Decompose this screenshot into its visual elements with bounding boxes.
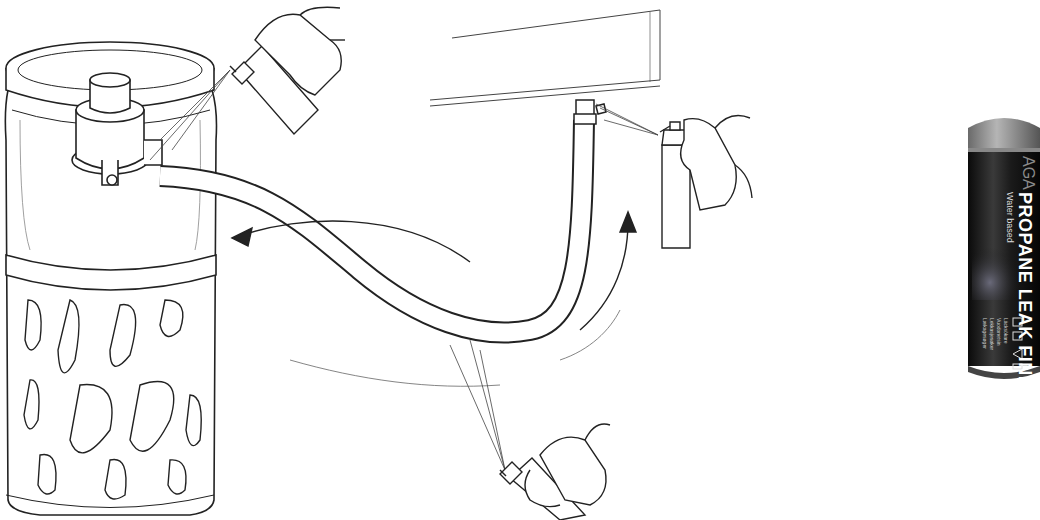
art-path <box>620 212 636 232</box>
art-path <box>450 345 505 470</box>
art-path <box>660 126 670 132</box>
art-rect <box>574 114 596 124</box>
can-text: Water based <box>1005 192 1014 243</box>
art-path <box>102 160 118 185</box>
art-path <box>650 12 651 82</box>
art-path <box>681 119 737 210</box>
wall-fitting <box>574 100 606 124</box>
art-ellipse <box>90 73 130 87</box>
art-path <box>160 300 183 336</box>
art-path <box>168 460 186 494</box>
product-name: PROPANE LEAK FINDER <box>1016 192 1034 415</box>
art-path <box>300 7 340 15</box>
art-path <box>500 462 522 484</box>
art-path <box>660 10 661 80</box>
hand-spray-bottom <box>500 424 610 520</box>
art-path <box>25 300 41 350</box>
art-path <box>130 382 174 452</box>
art-path <box>452 10 660 38</box>
art-path <box>6 255 216 290</box>
art-path <box>580 222 628 330</box>
art-circle <box>107 175 117 185</box>
art-path <box>290 360 500 386</box>
art-path <box>186 395 201 446</box>
spray-lines <box>150 70 658 470</box>
art-path <box>5 90 216 515</box>
art-path <box>715 116 750 128</box>
gas-cylinder <box>5 42 216 515</box>
art-path <box>480 350 505 470</box>
art-path <box>525 470 560 507</box>
can-text: Vuodonetsin <box>996 318 1001 346</box>
art-g <box>24 300 201 499</box>
art-path <box>160 70 230 140</box>
art-path <box>596 104 658 135</box>
art-path <box>58 300 79 373</box>
art-path <box>232 62 254 84</box>
art-path <box>670 122 680 130</box>
art-path <box>735 165 752 198</box>
can-text: Läcksökare <box>1003 318 1008 344</box>
art-path <box>604 120 658 135</box>
art-path <box>20 120 30 250</box>
art-ellipse <box>18 50 202 90</box>
art-path <box>560 310 620 360</box>
can-text: Lækagesøger <box>982 318 987 349</box>
art-path <box>230 66 236 72</box>
ceiling-lines <box>430 10 660 106</box>
art-rect <box>968 148 1040 152</box>
brand-name: AGA <box>1020 156 1036 190</box>
hand-spray-top <box>230 7 345 134</box>
gas-hose <box>160 120 584 333</box>
art-path <box>330 39 345 40</box>
art-path <box>160 120 584 333</box>
can-text: Lekkasjesøker <box>989 318 994 350</box>
art-path <box>24 380 39 429</box>
art-path <box>110 305 136 367</box>
art-path <box>240 221 470 262</box>
art-path <box>500 470 506 476</box>
art-path <box>160 120 584 333</box>
art-path <box>172 70 230 150</box>
art-path <box>470 340 505 470</box>
direction-arrows <box>232 212 636 386</box>
art-path <box>38 454 56 494</box>
art-path <box>968 118 1040 150</box>
art-path <box>255 14 341 95</box>
art-path <box>144 140 162 165</box>
art-path <box>430 86 660 106</box>
art-path <box>232 228 252 246</box>
hand-spray-right <box>660 116 752 248</box>
art-path <box>585 424 610 440</box>
art-path <box>70 385 112 453</box>
art-path <box>105 459 126 499</box>
art-path <box>430 80 660 100</box>
art-path <box>150 70 230 160</box>
art-path <box>596 104 606 114</box>
